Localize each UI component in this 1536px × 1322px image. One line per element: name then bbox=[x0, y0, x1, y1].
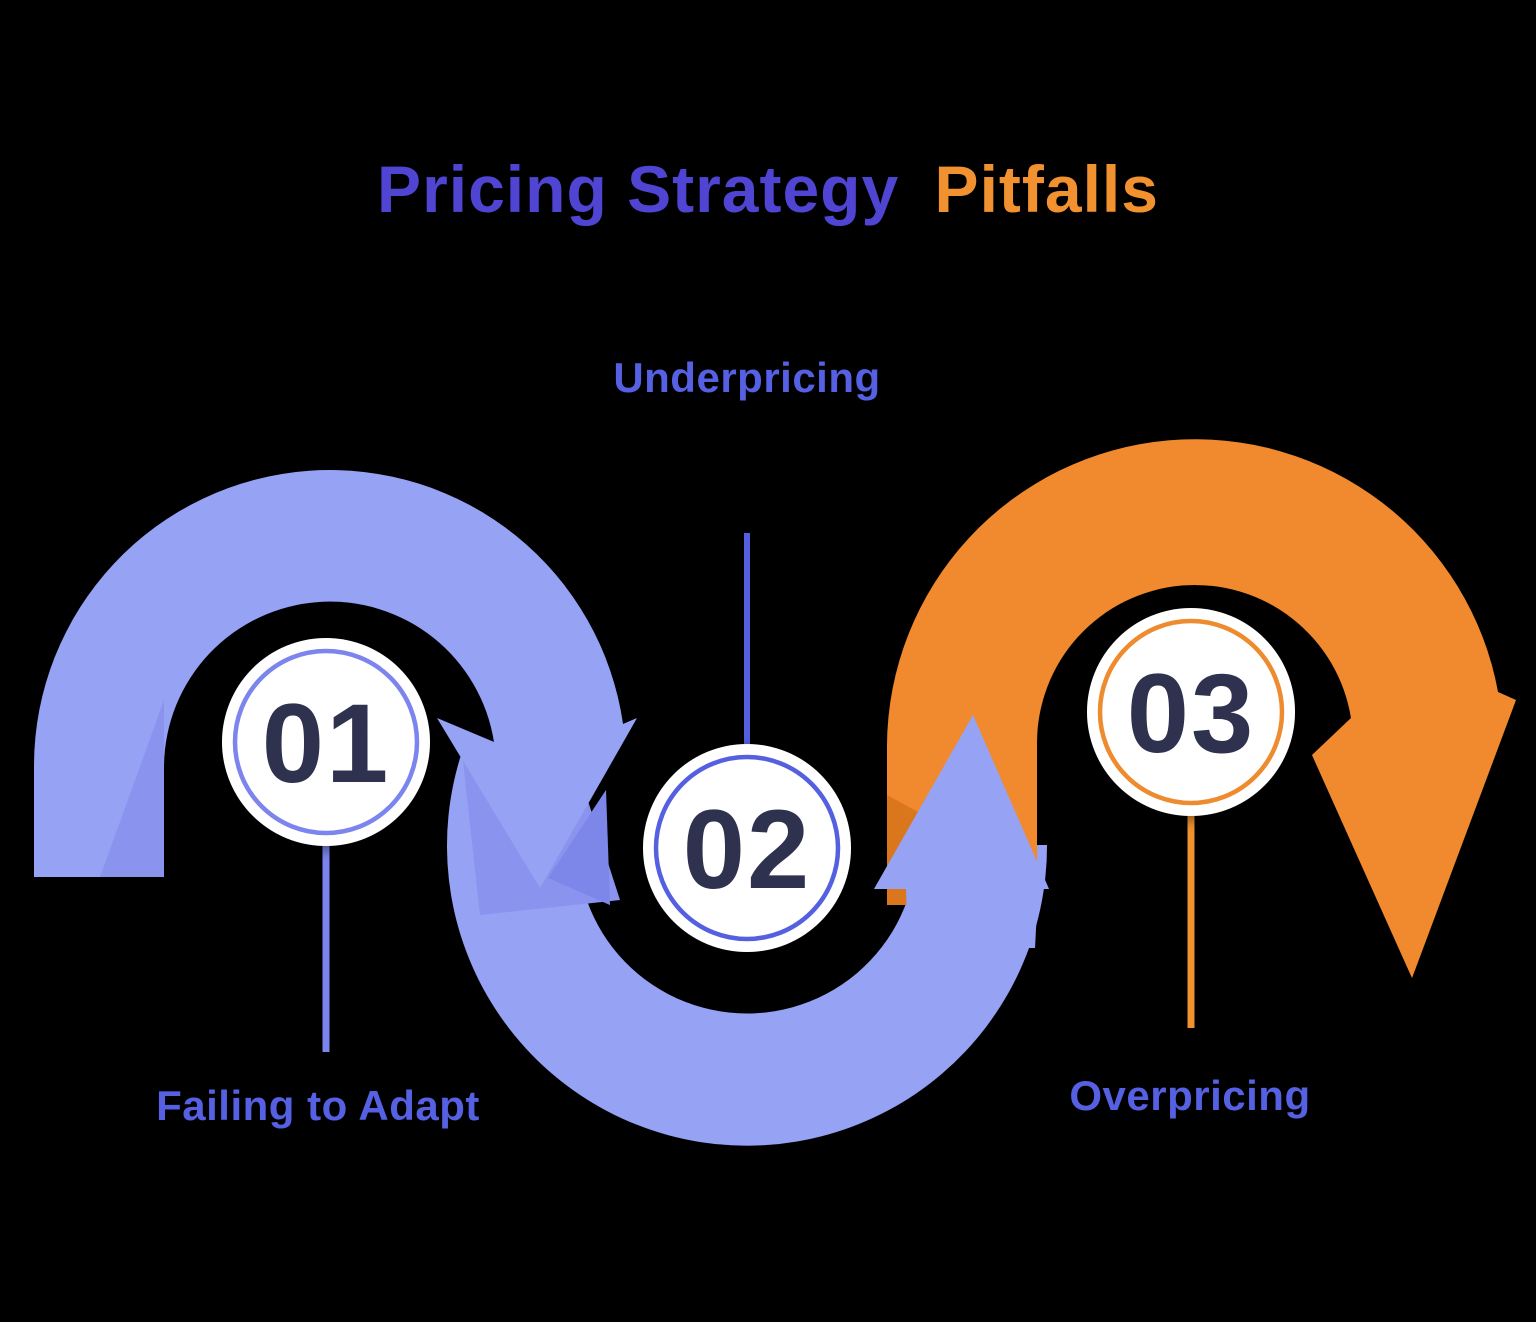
page-title: Pricing Strategy Pitfalls bbox=[377, 152, 1159, 226]
page-title-accent: Pitfalls bbox=[935, 152, 1159, 226]
step-2-ring bbox=[653, 754, 841, 942]
page-title-main: Pricing Strategy bbox=[377, 152, 899, 226]
step-1-ring bbox=[232, 648, 420, 836]
arch-3 bbox=[887, 439, 1516, 979]
step-2-circle bbox=[643, 744, 851, 952]
step-3-ring bbox=[1097, 618, 1285, 806]
step-1-number: 01 bbox=[262, 681, 391, 806]
arch-1 bbox=[34, 470, 637, 888]
step-badge-3: 03 bbox=[1087, 608, 1295, 816]
step-1-circle bbox=[222, 638, 430, 846]
step-2-number: 02 bbox=[683, 787, 812, 912]
valley-arc bbox=[447, 752, 1048, 1146]
step-2-label: Underpricing bbox=[613, 354, 880, 401]
step-1-label: Failing to Adapt bbox=[156, 1082, 480, 1129]
valley-arc-deep-shade bbox=[548, 790, 610, 905]
step-3-number: 03 bbox=[1127, 651, 1256, 776]
step-badge-2: 02 bbox=[643, 744, 851, 952]
up-arrowhead-icon bbox=[874, 715, 1049, 948]
step-3-circle bbox=[1087, 608, 1295, 816]
step-badge-1: 01 bbox=[222, 638, 430, 846]
step-3-label: Overpricing bbox=[1069, 1072, 1310, 1119]
arch-1-leg-shade bbox=[100, 700, 164, 877]
flow-arrows bbox=[34, 439, 1516, 1146]
